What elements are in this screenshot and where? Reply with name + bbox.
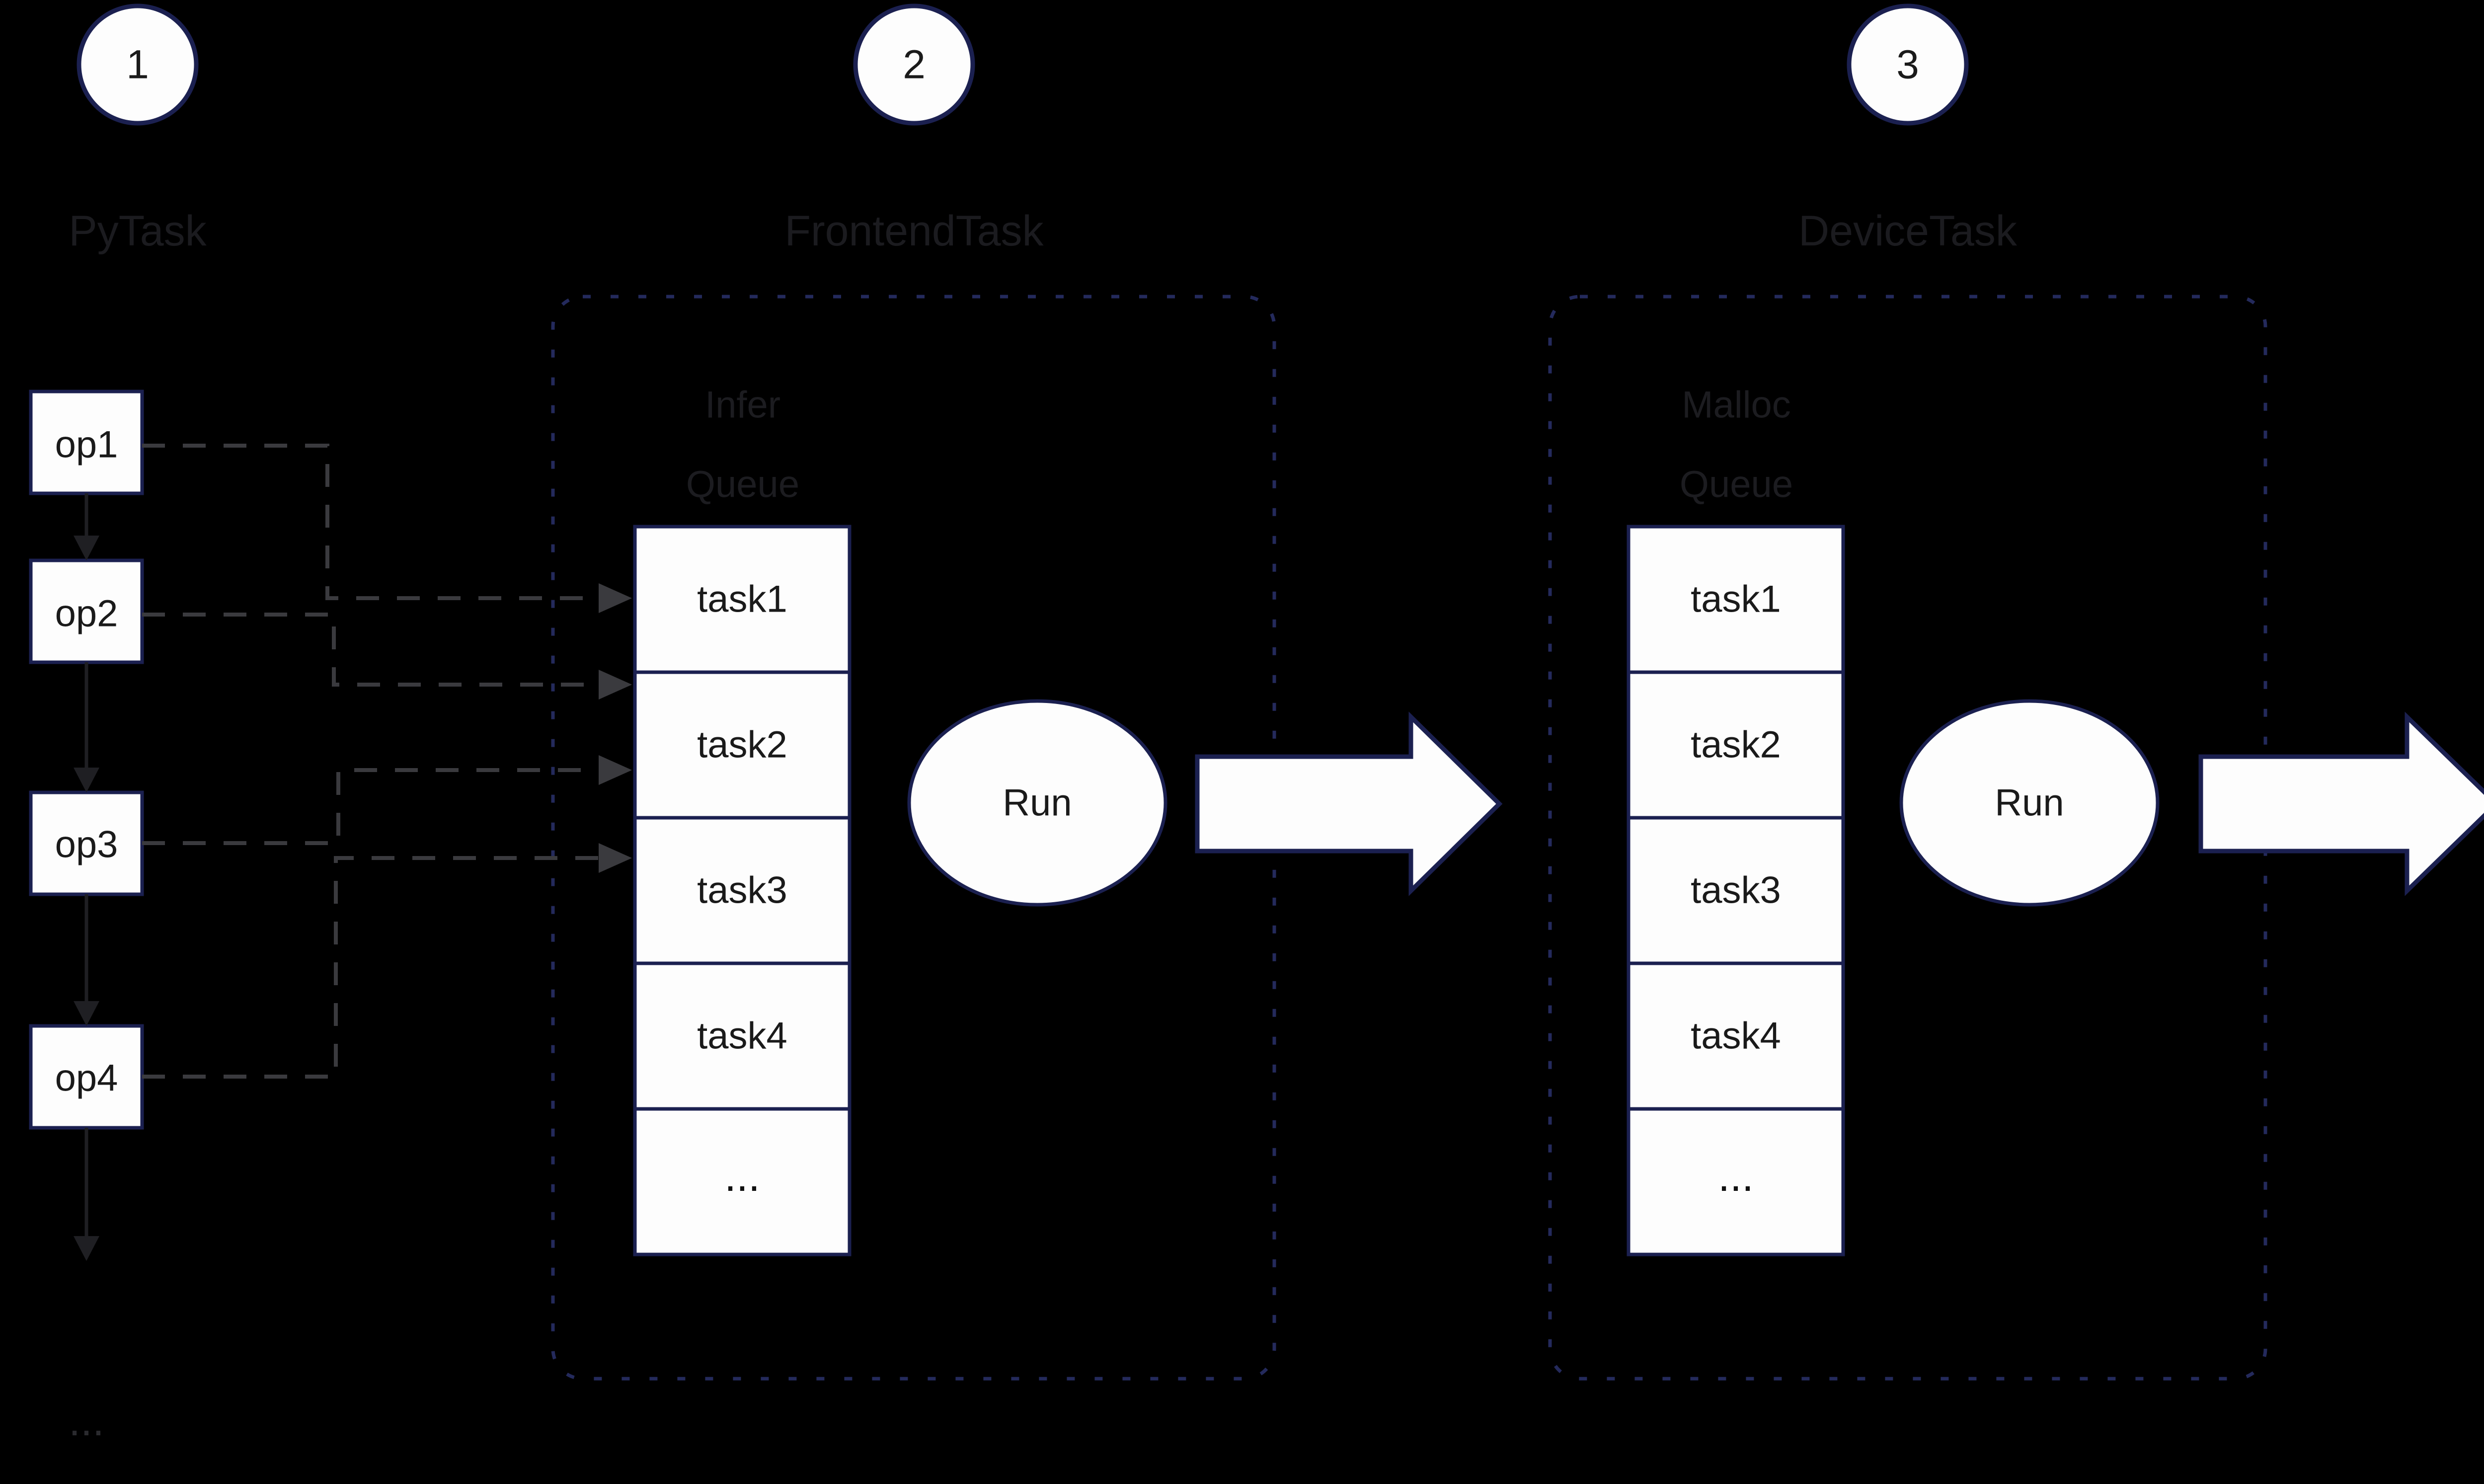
op-sequence-arrow-3-4 (74, 894, 99, 1026)
op-list-ellipsis: ... (69, 1397, 104, 1445)
op-sequence-arrow-2-3 (74, 662, 99, 792)
queue-cell-infer-3-label: task3 (697, 869, 787, 912)
connector-op4-task4 (142, 843, 632, 1079)
queue-cell-malloc-2-label: task2 (1691, 724, 1781, 766)
queue-cell-infer-4-label: task4 (697, 1015, 787, 1057)
stage-arrow-frontend-to-device (1195, 711, 1503, 896)
queue-cell-infer-2[interactable] (633, 670, 852, 820)
queue-cell-infer-2-label: task2 (697, 724, 787, 766)
queue-malloc: task1 task2 task3 task4 ... (1627, 525, 1845, 1256)
stage-badge-1[interactable] (77, 3, 199, 126)
queue-cell-infer-5-label: ... (724, 1153, 760, 1200)
node-op1-label: op1 (55, 424, 118, 466)
queue-cell-malloc-4-label: task4 (1691, 1015, 1781, 1057)
queue-cell-infer-3[interactable] (633, 816, 852, 965)
connector-op2-task2 (142, 613, 632, 700)
stage-label-pytask: PyTask (69, 207, 207, 255)
stage-badge-2-label: 2 (903, 42, 926, 87)
queue-cell-malloc-5-label: ... (1718, 1153, 1754, 1200)
op-sequence-arrow-1-2 (74, 493, 99, 560)
queue-title-malloc-line1: Malloc (1682, 384, 1791, 426)
stage-badge-1-label: 1 (126, 42, 149, 87)
queue-title-infer-line1: Infer (705, 384, 780, 426)
queue-cell-malloc-3-label: task3 (1691, 869, 1781, 912)
node-op3-label: op3 (55, 824, 118, 866)
run-label-frontendtask: Run (1003, 782, 1072, 824)
connector-op3-task3 (142, 755, 632, 845)
node-op4-label: op4 (55, 1057, 118, 1099)
node-op2-label: op2 (55, 593, 118, 635)
queue-cell-malloc-1[interactable] (1627, 525, 1845, 674)
connector-op1-task1 (142, 444, 632, 613)
stage-badge-3-label: 3 (1896, 42, 1919, 87)
queue-cell-malloc-3[interactable] (1627, 816, 1845, 965)
queue-cell-infer-1[interactable] (633, 525, 852, 674)
stage-badge-2[interactable] (853, 3, 975, 126)
stage-label-devicetask: DeviceTask (1798, 207, 2018, 255)
queue-cell-malloc-4[interactable] (1627, 961, 1845, 1111)
stage-arrow-device-to-launch (2198, 711, 2484, 896)
queue-cell-malloc-1-label: task1 (1691, 578, 1781, 621)
queue-infer: task1 task2 task3 task4 ... (633, 525, 852, 1256)
stage-label-frontendtask: FrontendTask (784, 207, 1044, 255)
queue-cell-malloc-5[interactable] (1627, 1107, 1845, 1256)
run-ellipse-frontendtask[interactable] (907, 699, 1167, 907)
queue-cell-malloc-2[interactable] (1627, 670, 1845, 820)
queue-cell-infer-5[interactable] (633, 1107, 852, 1256)
op-sequence-arrow-4-more (74, 1128, 99, 1261)
run-label-devicetask: Run (1995, 782, 2064, 824)
stage-badge-3[interactable] (1847, 3, 1969, 126)
queue-title-malloc-line2: Queue (1680, 464, 1793, 506)
run-ellipse-devicetask[interactable] (1899, 699, 2160, 907)
queue-cell-infer-1-label: task1 (697, 578, 787, 621)
queue-title-infer-line2: Queue (686, 464, 799, 506)
node-op1[interactable] (29, 390, 144, 495)
node-op3[interactable] (29, 790, 144, 896)
